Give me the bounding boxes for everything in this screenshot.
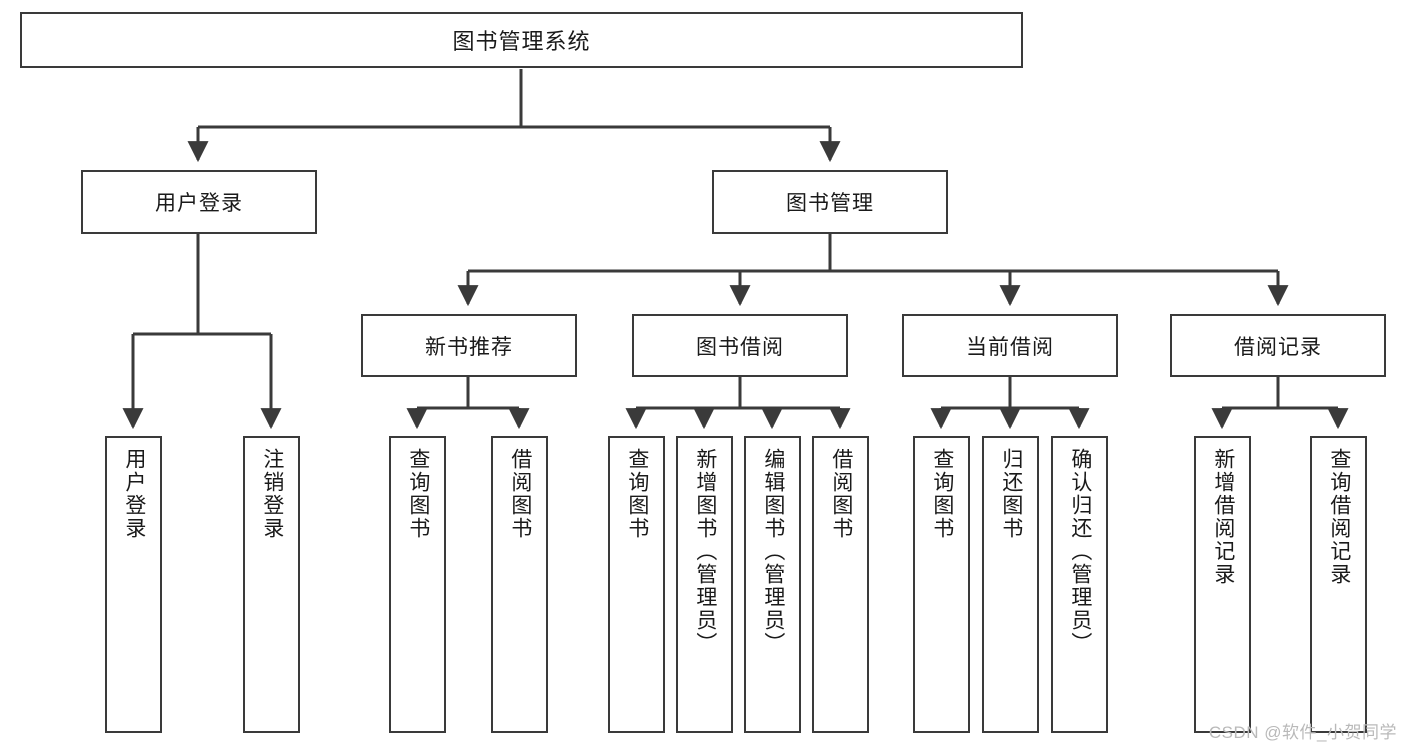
node-current-borrow-label: 当前借阅 — [966, 335, 1054, 359]
node-leaf-borrow-book-1-label: 借阅图书 — [508, 448, 532, 540]
node-leaf-query-book-3-label: 查询图书 — [930, 448, 954, 540]
node-leaf-query-book-1-label: 查询图书 — [406, 448, 430, 540]
node-leaf-return-book[interactable]: 归还图书 — [982, 436, 1039, 733]
node-leaf-add-record-label: 新增借阅记录 — [1211, 448, 1235, 586]
node-new-book-recommend-label: 新书推荐 — [425, 335, 513, 359]
node-leaf-edit-book-label: 编辑图书（管理员） — [761, 448, 785, 655]
node-leaf-query-record[interactable]: 查询借阅记录 — [1310, 436, 1367, 733]
node-leaf-add-book-label: 新增图书（管理员） — [693, 448, 717, 655]
watermark-text: CSDN @软件_小贺同学 — [1208, 723, 1397, 742]
node-leaf-borrow-book-2-label: 借阅图书 — [829, 448, 853, 540]
node-leaf-query-book-3[interactable]: 查询图书 — [913, 436, 970, 733]
node-book-borrow[interactable]: 图书借阅 — [632, 314, 848, 377]
node-leaf-confirm-return[interactable]: 确认归还（管理员） — [1051, 436, 1108, 733]
node-leaf-borrow-book-1[interactable]: 借阅图书 — [491, 436, 548, 733]
node-borrow-record-label: 借阅记录 — [1234, 335, 1322, 359]
node-leaf-user-login-label: 用户登录 — [122, 448, 146, 540]
node-leaf-query-book-1[interactable]: 查询图书 — [389, 436, 446, 733]
node-root-label: 图书管理系统 — [452, 29, 591, 54]
node-root[interactable]: 图书管理系统 — [20, 12, 1023, 68]
node-user-login-label: 用户登录 — [155, 192, 243, 215]
node-leaf-borrow-book-2[interactable]: 借阅图书 — [812, 436, 869, 733]
node-leaf-add-record[interactable]: 新增借阅记录 — [1194, 436, 1251, 733]
node-leaf-return-book-label: 归还图书 — [999, 448, 1023, 540]
node-leaf-query-book-2[interactable]: 查询图书 — [608, 436, 665, 733]
node-book-borrow-label: 图书借阅 — [696, 335, 784, 359]
node-leaf-logout-label: 注销登录 — [260, 448, 284, 540]
node-leaf-confirm-return-label: 确认归还（管理员） — [1068, 448, 1092, 655]
node-leaf-query-record-label: 查询借阅记录 — [1327, 448, 1351, 586]
node-leaf-user-login[interactable]: 用户登录 — [105, 436, 162, 733]
node-leaf-query-book-2-label: 查询图书 — [625, 448, 649, 540]
node-book-manage-label: 图书管理 — [786, 192, 874, 215]
node-leaf-edit-book[interactable]: 编辑图书（管理员） — [744, 436, 801, 733]
node-new-book-recommend[interactable]: 新书推荐 — [361, 314, 577, 377]
node-current-borrow[interactable]: 当前借阅 — [902, 314, 1118, 377]
node-leaf-add-book[interactable]: 新增图书（管理员） — [676, 436, 733, 733]
node-book-manage[interactable]: 图书管理 — [712, 170, 948, 234]
node-user-login[interactable]: 用户登录 — [81, 170, 317, 234]
node-borrow-record[interactable]: 借阅记录 — [1170, 314, 1386, 377]
node-leaf-logout[interactable]: 注销登录 — [243, 436, 300, 733]
